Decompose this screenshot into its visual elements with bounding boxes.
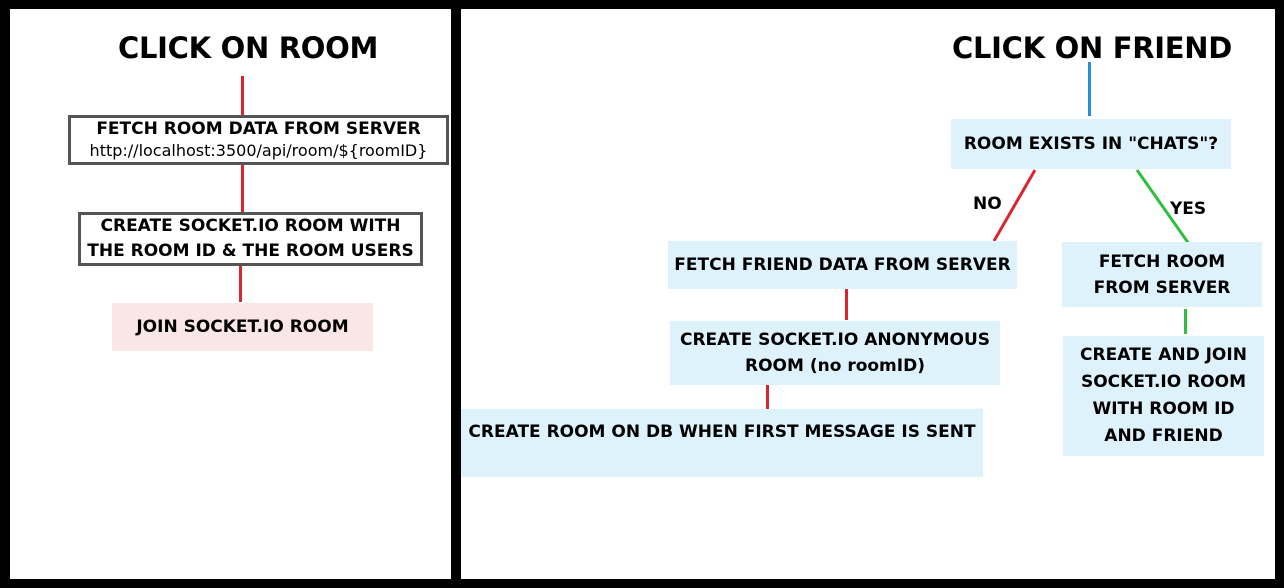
connector-no-branch [992, 169, 1037, 242]
create-anon-line-2: ROOM (no roomID) [745, 356, 925, 376]
create-anon-line-1: CREATE SOCKET.IO ANONYMOUS [679, 330, 991, 350]
create-and-join-room-box: CREATE AND JOIN SOCKET.IO ROOM WITH ROOM… [1063, 336, 1264, 456]
decision-label: ROOM EXISTS IN "CHATS"? [963, 134, 1219, 154]
connector-fetch-to-create [241, 165, 244, 213]
join-socketio-room-box: JOIN SOCKET.IO ROOM [112, 303, 373, 351]
fetch-friend-label: FETCH FRIEND DATA FROM SERVER [674, 255, 1011, 275]
click-on-room-title: CLICK ON ROOM [118, 31, 379, 65]
connector-title-to-fetch [241, 76, 244, 122]
fetch-room-line-2: FROM SERVER [1093, 277, 1231, 298]
connector-fetch-friend-to-anon [845, 289, 848, 320]
connector-create-to-join [239, 266, 242, 302]
fetch-room-line-1: FETCH ROOM [1098, 251, 1226, 272]
connector-yes-branch [1135, 169, 1191, 245]
create-join-line-1: CREATE AND JOIN [1080, 345, 1247, 365]
fetch-room-from-server-box: FETCH ROOM FROM SERVER [1062, 242, 1262, 307]
diagonal-connectors [992, 169, 1191, 245]
room-exists-decision-box: ROOM EXISTS IN "CHATS"? [951, 119, 1231, 169]
create-room-line-1: CREATE SOCKET.IO ROOM WITH [100, 216, 401, 236]
fetch-room-data-box: FETCH ROOM DATA FROM SERVER http://local… [68, 115, 449, 165]
create-join-line-2: SOCKET.IO ROOM [1080, 372, 1247, 392]
join-room-label: JOIN SOCKET.IO ROOM [136, 317, 349, 337]
click-on-friend-panel: CLICK ON FRIEND ROOM EXISTS IN "CHATS"? … [461, 9, 1275, 579]
fetch-room-url: http://localhost:3500/api/room/${roomID} [89, 141, 428, 160]
create-join-line-4: AND FRIEND [1104, 426, 1223, 446]
create-anonymous-room-box: CREATE SOCKET.IO ANONYMOUS ROOM (no room… [670, 321, 1000, 385]
connector-title-to-decision [1088, 62, 1091, 116]
create-db-label: CREATE ROOM ON DB WHEN FIRST MESSAGE IS … [468, 422, 976, 442]
no-label: NO [973, 194, 1002, 214]
yes-label: YES [1170, 199, 1207, 219]
create-join-line-3: WITH ROOM ID [1092, 399, 1235, 419]
create-socketio-room-box: CREATE SOCKET.IO ROOM WITH THE ROOM ID &… [78, 212, 423, 266]
click-on-room-panel: CLICK ON ROOM FETCH ROOM DATA FROM SERVE… [10, 9, 451, 579]
fetch-friend-data-box: FETCH FRIEND DATA FROM SERVER [668, 241, 1017, 289]
fetch-room-data-label: FETCH ROOM DATA FROM SERVER [96, 119, 421, 139]
create-room-on-db-box: CREATE ROOM ON DB WHEN FIRST MESSAGE IS … [461, 409, 983, 477]
connector-fetch-room-to-create-join [1184, 309, 1187, 334]
connector-anon-to-db [766, 385, 769, 412]
create-room-line-2: THE ROOM ID & THE ROOM USERS [87, 241, 414, 261]
click-on-friend-title: CLICK ON FRIEND [952, 31, 1233, 65]
